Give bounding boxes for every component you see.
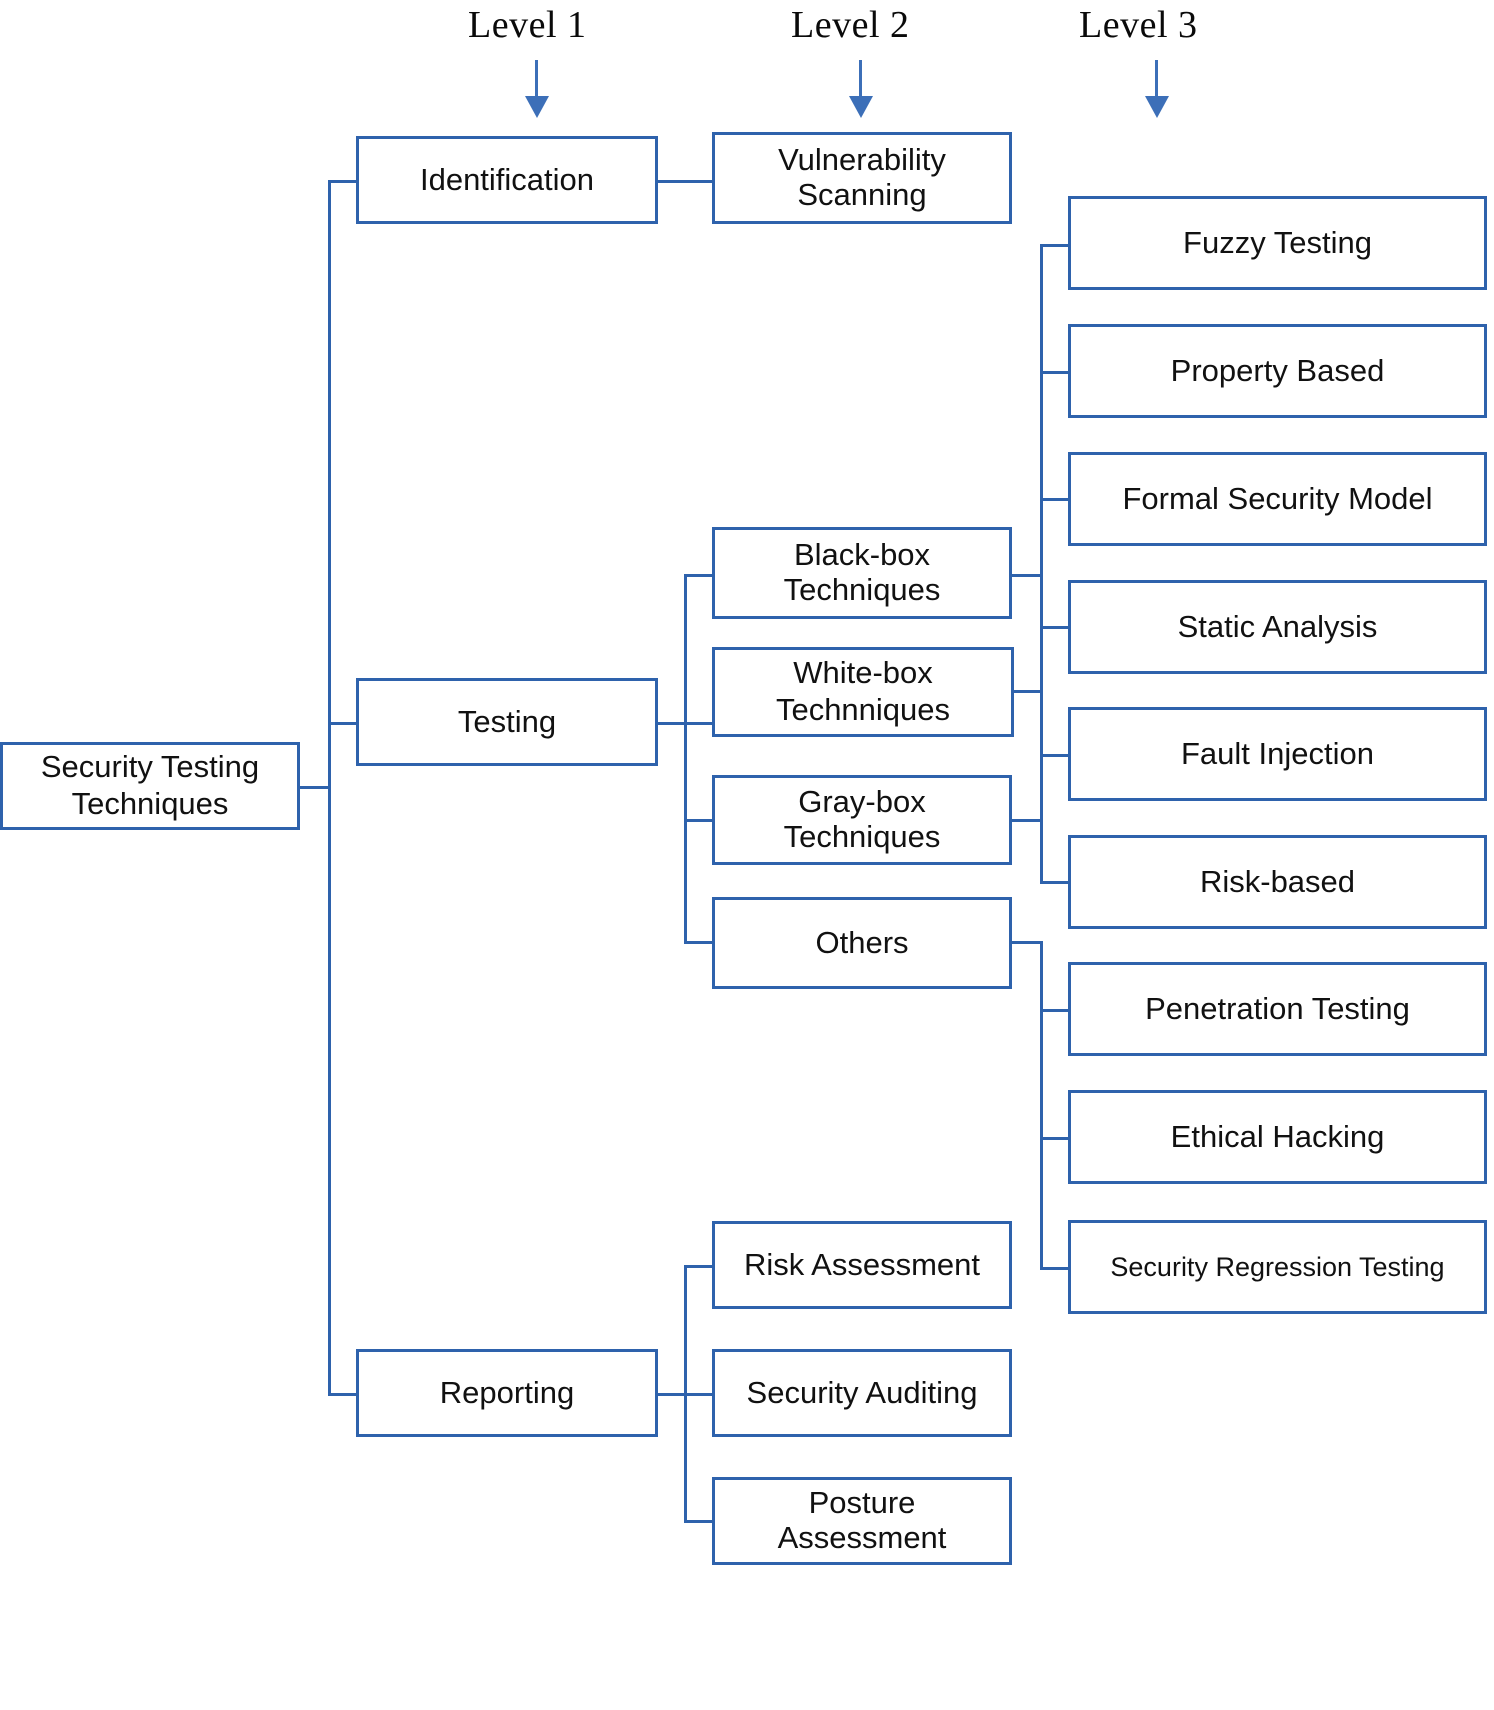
node-fuzzy-testing[interactable]: Fuzzy Testing xyxy=(1068,196,1487,290)
connector-to-security-auditing xyxy=(684,1393,714,1396)
connector-to-gray-box xyxy=(684,819,714,822)
connector-to-reporting xyxy=(328,1393,358,1396)
node-formal-security-model[interactable]: Formal Security Model xyxy=(1068,452,1487,546)
connector-others-stub xyxy=(1010,941,1042,944)
node-vulnerability-scanning[interactable]: Vulnerability Scanning xyxy=(712,132,1012,224)
node-fault-injection[interactable]: Fault Injection xyxy=(1068,707,1487,801)
level-3-header: Level 3 xyxy=(1079,4,1198,46)
node-ethical-hacking[interactable]: Ethical Hacking xyxy=(1068,1090,1487,1184)
connector-to-fault-injection xyxy=(1040,754,1071,757)
node-static-analysis[interactable]: Static Analysis xyxy=(1068,580,1487,674)
connector-to-fuzzy-testing xyxy=(1040,244,1071,247)
connector-level3-group2-trunk xyxy=(1040,941,1043,1269)
connector-to-ethical-hacking xyxy=(1040,1137,1071,1140)
node-identification[interactable]: Identification xyxy=(356,136,658,224)
node-posture-assessment[interactable]: Posture Assessment xyxy=(712,1477,1012,1565)
connector-to-white-box xyxy=(684,722,714,725)
connector-to-risk-assessment xyxy=(684,1265,714,1268)
connector-root-stub xyxy=(300,786,330,789)
connector-to-risk-based xyxy=(1040,881,1071,884)
connector-testing-stub xyxy=(658,722,686,725)
node-gray-box-techniques[interactable]: Gray-box Techniques xyxy=(712,775,1012,865)
connector-reporting-stub xyxy=(658,1393,686,1396)
connector-to-property-based xyxy=(1040,371,1071,374)
connector-to-penetration-testing xyxy=(1040,1009,1071,1012)
connector-to-static-analysis xyxy=(1040,626,1071,629)
connector-identification-to-vulnerability-scanning xyxy=(658,180,714,183)
connector-to-posture-assessment xyxy=(684,1520,714,1523)
node-reporting[interactable]: Reporting xyxy=(356,1349,658,1437)
connector-gray-box-stub xyxy=(1010,819,1042,822)
connector-black-box-stub xyxy=(1010,574,1042,577)
connector-to-testing xyxy=(328,722,358,725)
connector-white-box-stub xyxy=(1010,690,1042,693)
node-root-security-testing-techniques[interactable]: Security Testing Techniques xyxy=(0,742,300,830)
node-penetration-testing[interactable]: Penetration Testing xyxy=(1068,962,1487,1056)
connector-to-formal-security-model xyxy=(1040,498,1071,501)
level-1-header: Level 1 xyxy=(468,4,587,46)
connector-root-trunk xyxy=(328,180,331,1395)
node-property-based[interactable]: Property Based xyxy=(1068,324,1487,418)
connector-to-security-regression-testing xyxy=(1040,1267,1071,1270)
connector-testing-trunk xyxy=(684,574,687,943)
node-others[interactable]: Others xyxy=(712,897,1012,989)
node-black-box-techniques[interactable]: Black-box Techniques xyxy=(712,527,1012,619)
level-2-header: Level 2 xyxy=(791,4,910,46)
connector-to-others xyxy=(684,941,714,944)
node-security-regression-testing[interactable]: Security Regression Testing xyxy=(1068,1220,1487,1314)
connector-to-identification xyxy=(328,180,358,183)
node-white-box-techniques[interactable]: White-box Technniques xyxy=(712,647,1014,737)
connector-to-black-box xyxy=(684,574,714,577)
node-security-auditing[interactable]: Security Auditing xyxy=(712,1349,1012,1437)
node-testing[interactable]: Testing xyxy=(356,678,658,766)
connector-level3-group1-trunk xyxy=(1040,244,1043,882)
node-risk-based[interactable]: Risk-based xyxy=(1068,835,1487,929)
node-risk-assessment[interactable]: Risk Assessment xyxy=(712,1221,1012,1309)
